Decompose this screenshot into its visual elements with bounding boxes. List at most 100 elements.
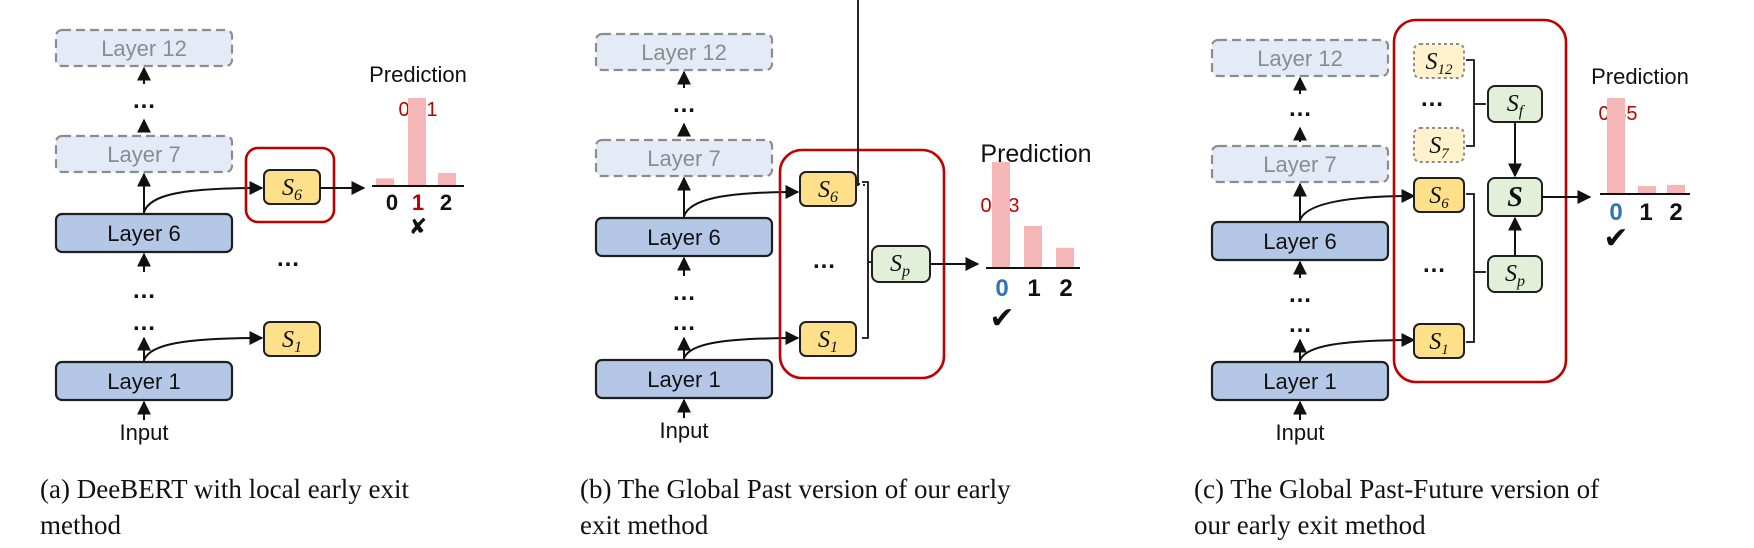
layer-7-box <box>594 138 774 178</box>
dots: … <box>672 309 696 336</box>
svg-text:Sf: Sf <box>1507 91 1526 120</box>
sp-sub: p <box>1516 273 1525 290</box>
layer-12-label: Layer 12 <box>101 36 187 61</box>
svg-text:Sp: Sp <box>890 251 910 280</box>
classifier-s1 <box>263 321 321 357</box>
s6-sub: 6 <box>830 189 838 206</box>
prediction-title: Prediction <box>1591 64 1689 89</box>
dots: … <box>1420 85 1444 112</box>
correct-mark: ✔ <box>1603 222 1628 255</box>
svg-text:S6: S6 <box>818 177 838 206</box>
prob-bar-2 <box>1667 184 1685 194</box>
layer-1-label: Layer 1 <box>1263 369 1336 394</box>
layer-12-box <box>54 28 234 68</box>
classifier-s1 <box>1413 323 1465 359</box>
s7-sub: 7 <box>1441 146 1450 162</box>
s6-base: S <box>282 175 294 201</box>
panel-a: Layer 12 … Layer 7 Layer 6 … … Layer 1 I… <box>40 28 467 540</box>
future-classifier-s12 <box>1413 43 1465 79</box>
bar-chart-b <box>992 162 1074 268</box>
dots: … <box>1422 251 1446 278</box>
dots: … <box>1288 95 1312 122</box>
layer-7-box <box>54 134 234 174</box>
layer-12-label: Layer 12 <box>1257 46 1343 71</box>
dots: … <box>132 309 156 336</box>
sp-base: S <box>1505 261 1517 287</box>
layer-1-label: Layer 1 <box>107 369 180 394</box>
classifier-s6 <box>799 171 857 207</box>
classifier-s1 <box>799 321 857 357</box>
layer-1-box <box>54 360 234 402</box>
s1-base: S <box>818 327 830 353</box>
svg-text:S7: S7 <box>1429 133 1450 162</box>
input-label: Input <box>120 420 169 445</box>
layer-6-box <box>1210 220 1390 262</box>
layer-7-box <box>1210 144 1390 184</box>
sp-sub: p <box>901 263 910 280</box>
class-label-1: 1 <box>412 190 424 215</box>
s12-base: S <box>1426 49 1438 75</box>
svg-text:S6: S6 <box>282 175 302 204</box>
highlight-box <box>1392 18 1568 384</box>
svg-text:S6: S6 <box>1429 183 1449 212</box>
panel-b: Layer 12 … Layer 7 Layer 6 … … Layer 1 I… <box>580 0 1092 540</box>
s6-base: S <box>1429 183 1441 209</box>
s1-base: S <box>282 327 294 353</box>
s1-sub: 1 <box>1441 342 1449 358</box>
class-label-2: 2 <box>440 190 452 215</box>
prob-bar-2 <box>438 172 456 186</box>
panel-c: Layer 12 … Layer 7 Layer 6 … … Layer 1 I… <box>1194 18 1690 540</box>
prob-bar-0 <box>376 178 394 186</box>
dots: … <box>276 245 300 272</box>
class-label-1: 1 <box>1639 199 1652 226</box>
caption-b-line1: (b) The Global Past version of our early <box>580 474 1011 504</box>
svg-text:S1: S1 <box>818 327 838 356</box>
s1-sub: 1 <box>830 339 838 356</box>
layer-12-label: Layer 12 <box>641 40 727 65</box>
class-label-0: 0 <box>995 275 1008 302</box>
svg-text:S1: S1 <box>282 327 302 356</box>
layer-12-box <box>1210 38 1390 78</box>
bar-chart-c <box>1607 98 1685 194</box>
caption-a-line2: method <box>40 510 121 540</box>
svg-text:Sp: Sp <box>1505 261 1525 290</box>
layer-6-box <box>594 216 774 258</box>
layer-1-box <box>594 358 774 400</box>
dots: … <box>672 279 696 306</box>
s6-base: S <box>818 177 830 203</box>
prediction-title: Prediction <box>369 62 467 87</box>
prob-bar-0 <box>1607 98 1625 194</box>
sp-base: S <box>890 251 902 277</box>
dots: … <box>132 277 156 304</box>
class-label-0: 0 <box>386 190 398 215</box>
layer-1-label: Layer 1 <box>647 367 720 392</box>
dots: … <box>672 91 696 118</box>
input-label: Input <box>660 418 709 443</box>
input-label: Input <box>1276 420 1325 445</box>
layer-7-label: Layer 7 <box>647 146 720 171</box>
layer-6-label: Layer 6 <box>1263 229 1336 254</box>
svg-text:S1: S1 <box>1429 329 1449 358</box>
layer-12-box <box>594 32 774 72</box>
class-label-0: 0 <box>1609 199 1622 226</box>
layer-7-label: Layer 7 <box>1263 152 1336 177</box>
sf-base: S <box>1507 91 1519 117</box>
class-label-1: 1 <box>1027 275 1040 302</box>
s12-sub: 12 <box>1438 62 1454 78</box>
prob-bar-0 <box>992 162 1010 268</box>
prob-bar-2 <box>1056 247 1074 268</box>
s6-sub: 6 <box>294 187 302 204</box>
class-label-2: 2 <box>1059 275 1072 302</box>
future-classifier-s7 <box>1413 127 1465 163</box>
wrong-mark: ✘ <box>409 214 427 239</box>
class-label-2: 2 <box>1669 199 1682 226</box>
sf-sub: f <box>1519 103 1526 120</box>
layer-7-label: Layer 7 <box>107 142 180 167</box>
s1-base: S <box>1429 329 1441 355</box>
s1-sub: 1 <box>294 339 302 356</box>
dots: … <box>1288 311 1312 338</box>
s7-base: S <box>1429 133 1441 159</box>
caption-c-line1: (c) The Global Past-Future version of <box>1194 474 1599 504</box>
highlight-box <box>244 146 336 224</box>
